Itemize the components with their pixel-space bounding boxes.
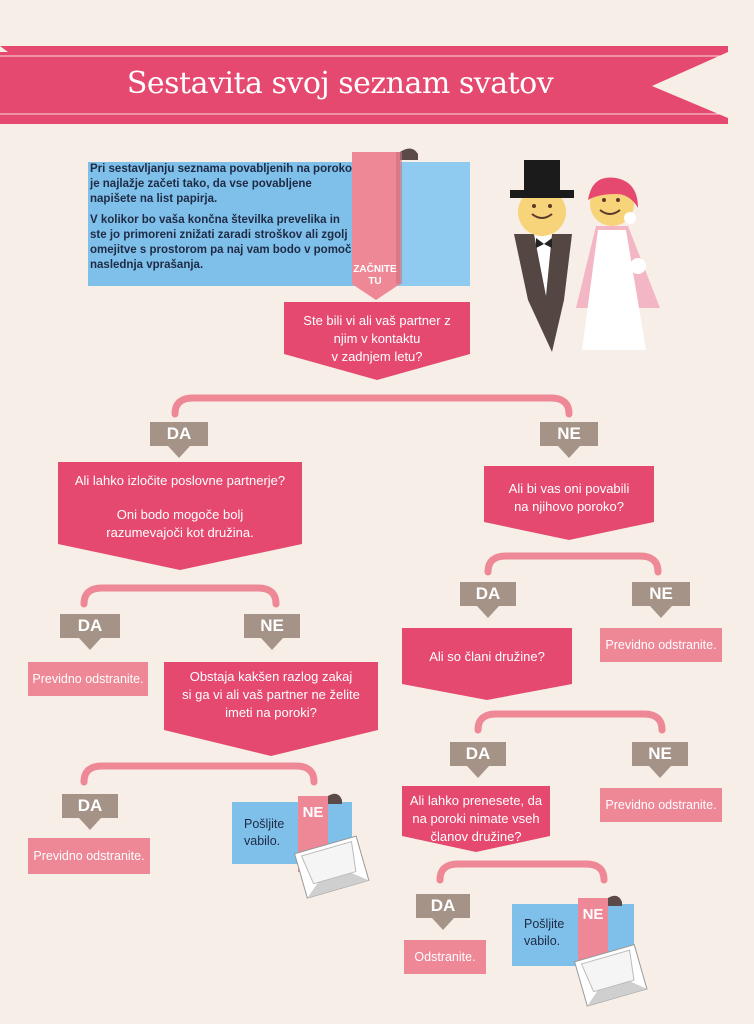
- tag-yes: DA: [77, 796, 103, 815]
- result-remove: Previdno odstranite.: [33, 848, 145, 863]
- question-line: Oni bodo mogoče bolj: [116, 507, 244, 522]
- question-line: članov družine?: [430, 829, 522, 844]
- question-line: razumevajoči kot družina.: [106, 525, 254, 540]
- tag-no: NE: [649, 584, 673, 603]
- intro-paragraph-2: V kolikor bo vaša končna številka prevel…: [90, 214, 352, 271]
- question-line: Ali lahko izločite poslovne partnerje?: [74, 473, 286, 488]
- question-tolerate: Ali lahko prenesete, da na poroki nimate…: [402, 792, 550, 846]
- question-line: si ga vi ali vaš partner ne želite: [182, 687, 360, 702]
- answer-tags: [60, 422, 690, 930]
- result-remove-short: Odstranite.: [414, 949, 476, 964]
- start-label: ZAČNITE TU: [352, 264, 398, 288]
- question-line: Ali so člani družine?: [429, 649, 545, 664]
- send-line: vabilo.: [244, 834, 281, 848]
- send-line: Pošljite: [524, 917, 565, 931]
- send-invite-graphic-1: [232, 793, 370, 899]
- title-ribbon: [0, 46, 728, 124]
- question-reason-not: Obstaja kakšen razlog zakaj si ga vi ali…: [164, 668, 378, 722]
- tag-no: NE: [648, 744, 672, 763]
- tag-yes: DA: [166, 424, 192, 443]
- result-send-invite: Pošljite vabilo.: [524, 916, 564, 950]
- result-remove: Previdno odstranite.: [605, 637, 717, 652]
- question-line: Obstaja kakšen razlog zakaj: [189, 669, 353, 684]
- branch-connectors: [80, 394, 666, 884]
- start-label-line-2: TU: [368, 276, 382, 287]
- question-line: njim v kontaktu: [333, 331, 421, 346]
- question-line: na poroki nimate vseh: [412, 811, 540, 826]
- question-box: [284, 302, 470, 380]
- question-line: Ste bili vi ali vaš partner z: [303, 313, 451, 328]
- intro-paragraph-1: Pri sestavljanju seznama povabljenih na …: [90, 163, 353, 205]
- send-line: vabilo.: [524, 934, 561, 948]
- start-scroll: [352, 148, 418, 300]
- tag-yes: DA: [465, 744, 491, 763]
- result-remove: Previdno odstranite.: [32, 671, 144, 686]
- question-spacer: [58, 490, 302, 506]
- tag-no: NE: [260, 616, 284, 635]
- result-remove: Previdno odstranite.: [605, 797, 717, 812]
- question-family: Ali so člani družine?: [402, 648, 572, 666]
- question-would-invite: Ali bi vas oni povabili na njihovo porok…: [484, 480, 654, 516]
- couple-illustration: [510, 160, 660, 352]
- question-line: na njihovo poroko?: [514, 499, 624, 514]
- tag-yes: DA: [430, 896, 456, 915]
- tag-no: NE: [557, 424, 581, 443]
- tag-yes: DA: [475, 584, 501, 603]
- question-line: v zadnjem letu?: [331, 349, 423, 364]
- question-line: imeti na poroki?: [225, 705, 317, 720]
- question-business-partners: Ali lahko izločite poslovne partnerje? O…: [58, 472, 302, 542]
- tag-no: NE: [302, 804, 324, 821]
- start-label-line-1: ZAČNITE: [353, 264, 397, 275]
- page-title: Sestavita svoj seznam svatov: [126, 66, 554, 101]
- question-contact: Ste bili vi ali vaš partner z njim v kon…: [284, 312, 470, 366]
- result-boxes: [28, 628, 722, 974]
- tag-no: NE: [582, 906, 604, 923]
- intro-text: Pri sestavljanju seznama povabljenih na …: [90, 162, 358, 279]
- tag-yes: DA: [77, 616, 103, 635]
- send-line: Pošljite: [244, 817, 285, 831]
- result-send-invite: Pošljite vabilo.: [244, 816, 284, 850]
- question-line: Ali bi vas oni povabili: [508, 481, 630, 496]
- send-invite-graphic-2: [512, 895, 648, 1007]
- question-line: Ali lahko prenesete, da: [409, 793, 543, 808]
